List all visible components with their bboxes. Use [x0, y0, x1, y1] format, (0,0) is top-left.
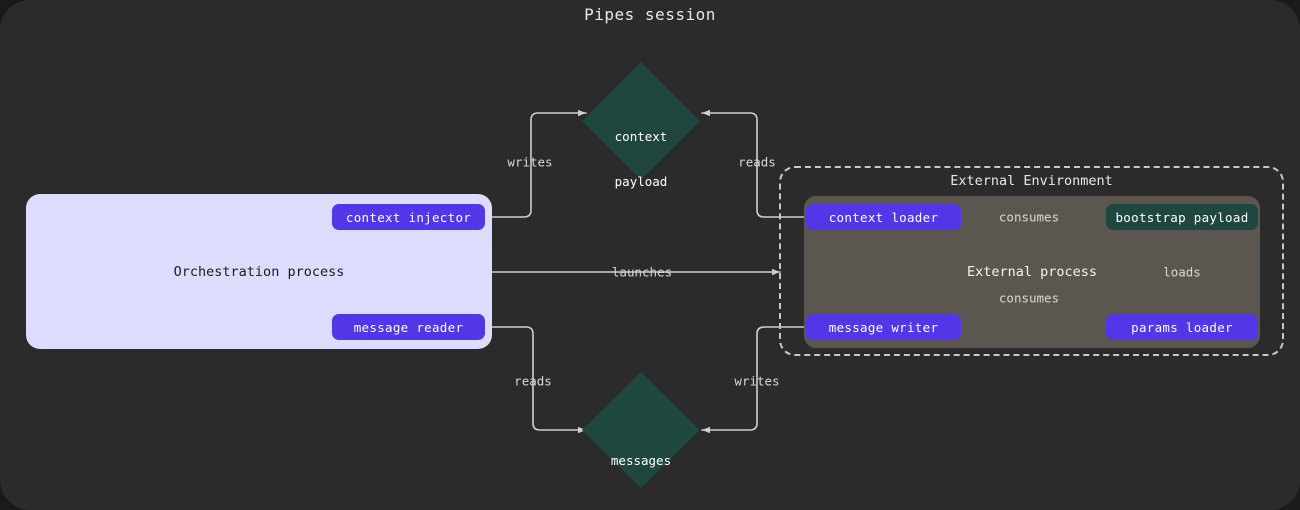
external-environment-boundary — [779, 166, 1284, 356]
external-environment-label: External Environment — [950, 173, 1113, 189]
edge-label-reads-messages: reads — [514, 373, 552, 389]
edge-writes-context — [491, 109, 587, 218]
edge-label-reads-context: reads — [738, 154, 776, 170]
op-context-injector[interactable]: context injector — [332, 204, 485, 230]
asset-bootstrap-payload[interactable]: bootstrap payload — [1106, 204, 1258, 230]
edge-label-consumes-context-loader: consumes — [992, 209, 1066, 225]
page-title: Pipes session — [584, 5, 716, 24]
op-message-writer[interactable]: message writer — [806, 314, 961, 340]
edge-reads-context — [701, 109, 807, 218]
asset-diamond-messages — [582, 372, 700, 488]
op-message-reader[interactable]: message reader — [332, 314, 485, 340]
edge-writes-messages — [701, 326, 807, 434]
edge-label-loads: loads — [1157, 264, 1207, 280]
edge-reads-messages — [491, 326, 587, 434]
edge-label-writes-messages: writes — [734, 373, 780, 389]
edge-label-consumes-message-writer: consumes — [992, 290, 1066, 306]
op-params-loader[interactable]: params loader — [1106, 314, 1258, 340]
edge-label-launches: launches — [611, 264, 673, 280]
op-context-loader[interactable]: context loader — [806, 204, 961, 230]
asset-diamond-context-payload — [582, 62, 700, 180]
edge-label-writes-context: writes — [507, 154, 553, 170]
